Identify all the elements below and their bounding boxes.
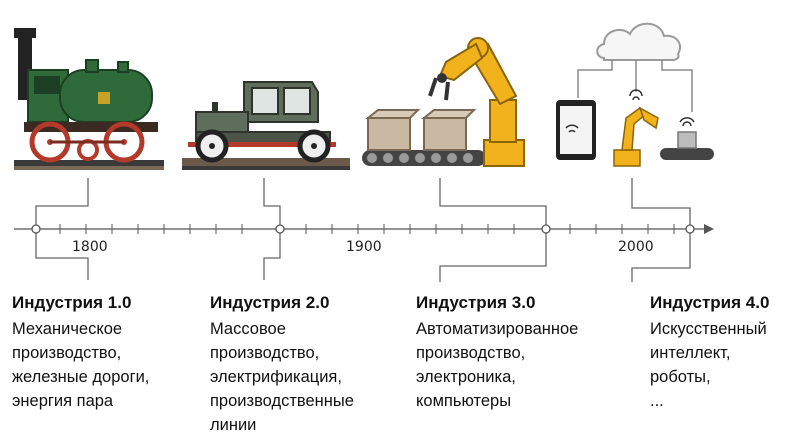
stage-1-line: производство, <box>12 344 122 362</box>
stage-4-line: ... <box>650 392 664 410</box>
marker-stage-2 <box>275 224 285 234</box>
cloud-connected-robot-icon <box>556 22 714 167</box>
timeline-markers <box>31 224 695 234</box>
stage-2-line: производственные <box>210 392 354 410</box>
marker-stage-1 <box>31 224 41 234</box>
timeline: 1800 1900 2000 <box>14 178 714 282</box>
stage-1-line: железные дороги, <box>12 368 150 386</box>
stage-1-line: Механическое <box>12 320 123 338</box>
stage-4: Индустрия 4.0 Искусственный интеллект, р… <box>650 292 769 413</box>
stage-2-line: Массовое <box>210 320 286 338</box>
robot-arm-conveyor-icon <box>362 37 525 167</box>
stage-4-line: интеллект, <box>650 344 731 362</box>
stage-2-line: производство, <box>210 344 320 362</box>
year-label-1800: 1800 <box>72 239 108 255</box>
stage-3-line: Автоматизированное <box>416 320 579 338</box>
year-label-2000: 2000 <box>618 239 654 255</box>
steam-locomotive-icon <box>14 28 164 170</box>
stage-2-title: Индустрия 2.0 <box>210 293 330 312</box>
stage-3-line: производство, <box>416 344 526 362</box>
marker-stage-3 <box>541 224 551 234</box>
stage-3-line: электроника, <box>416 368 516 386</box>
stage-2-line: линии <box>210 416 257 434</box>
timeline-ticks <box>59 224 675 234</box>
stage-2: Индустрия 2.0 Массовое производство, эле… <box>210 292 354 437</box>
stage-1: Индустрия 1.0 Механическое производство,… <box>12 292 149 413</box>
stage-2-description: Массовое производство, электрификация, п… <box>210 317 354 437</box>
stage-3: Индустрия 3.0 Автоматизированное произво… <box>416 292 578 413</box>
stage-4-line: роботы, <box>650 368 711 386</box>
timeline-arrowhead <box>704 224 714 234</box>
year-label-1900: 1900 <box>346 239 382 255</box>
stage-3-title: Индустрия 3.0 <box>416 293 536 312</box>
marker-stage-4 <box>685 224 695 234</box>
timeline-brackets <box>35 178 691 282</box>
stage-3-description: Автоматизированное производство, электро… <box>416 317 578 413</box>
stage-3-line: компьютеры <box>416 392 512 410</box>
stage-4-title: Индустрия 4.0 <box>650 293 770 312</box>
vintage-car-icon <box>182 81 350 170</box>
stage-1-title: Индустрия 1.0 <box>12 293 132 312</box>
stage-1-line: энергия пара <box>12 392 114 410</box>
stage-4-line: Искусственный <box>650 320 767 338</box>
stage-2-line: электрификация, <box>210 368 342 386</box>
stage-4-description: Искусственный интеллект, роботы, ... <box>650 317 769 413</box>
stage-1-description: Механическое производство, железные доро… <box>12 317 149 413</box>
